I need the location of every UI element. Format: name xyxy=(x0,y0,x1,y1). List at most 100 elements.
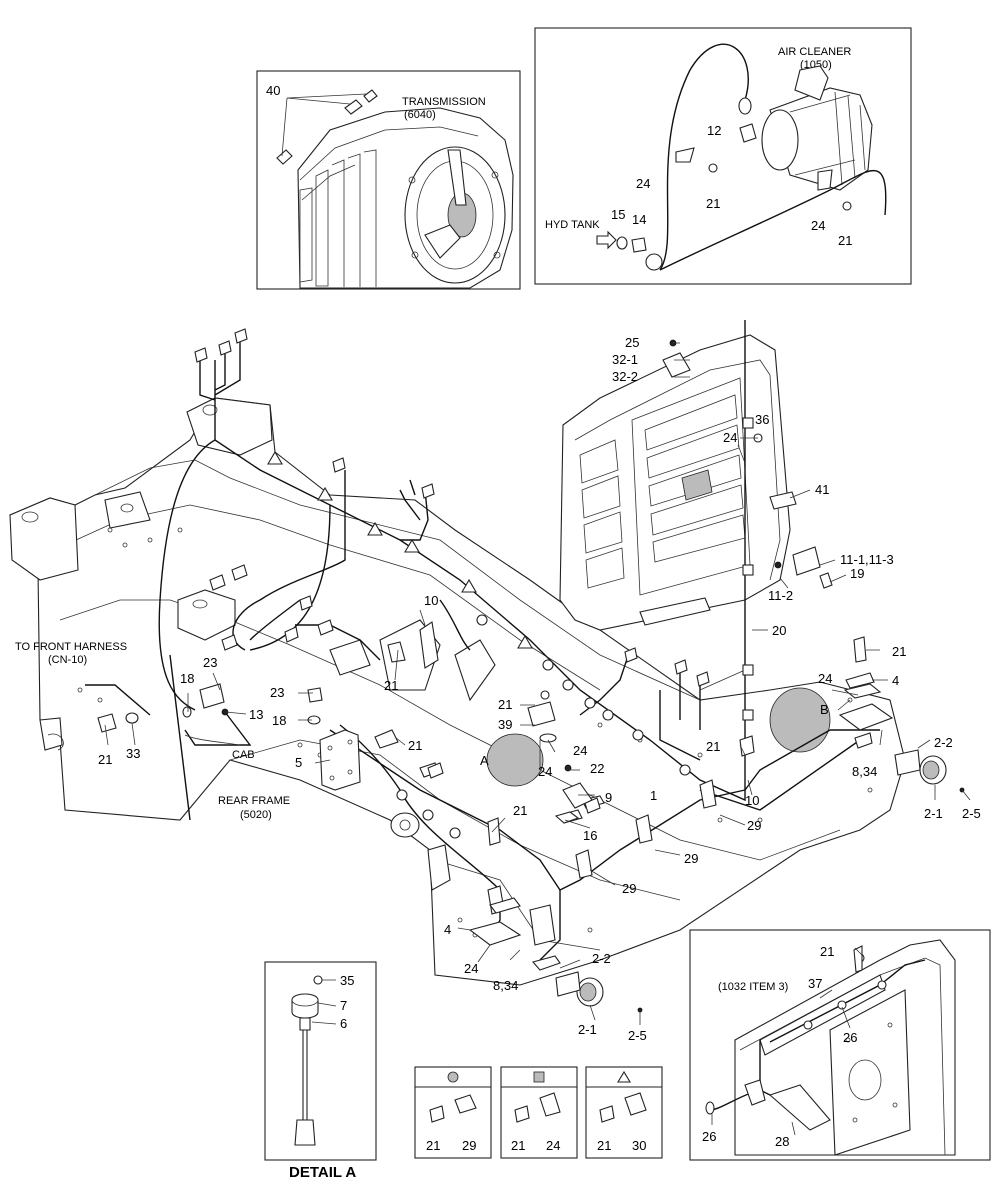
square-marker-icon xyxy=(533,1071,545,1083)
callout-2-5-right: 2-5 xyxy=(962,806,981,821)
transmission-title: TRANSMISSION xyxy=(402,96,486,108)
callout-21-center: 21 xyxy=(408,738,422,753)
callout-40: 40 xyxy=(266,83,280,98)
callout-29-b: 29 xyxy=(684,851,698,866)
callout-9: 9 xyxy=(605,790,612,805)
callout-21-n: 21 xyxy=(498,697,512,712)
legend-square-part-24: 24 xyxy=(546,1138,560,1153)
callout-5: 5 xyxy=(295,755,302,770)
callout-37: 37 xyxy=(808,976,822,991)
callout-28: 28 xyxy=(775,1134,789,1149)
callout-21-rr: 21 xyxy=(706,739,720,754)
callout-2-2-lower: 2-2 xyxy=(592,951,611,966)
legend-square-part-21: 21 xyxy=(511,1138,525,1153)
detail-a-title: DETAIL A xyxy=(289,1164,356,1181)
callout-12: 12 xyxy=(707,123,721,138)
callout-1: 1 xyxy=(650,788,657,803)
callout-6: 6 xyxy=(340,1016,347,1031)
callout-13: 13 xyxy=(249,707,263,722)
callout-14: 14 xyxy=(632,212,646,227)
main-frame xyxy=(9,397,906,986)
callout-16: 16 xyxy=(583,828,597,843)
legend-circle-part-29: 29 xyxy=(462,1138,476,1153)
callout-32-2: 32-2 xyxy=(612,369,638,384)
callout-32-1: 32-1 xyxy=(612,352,638,367)
callout-18-a: 18 xyxy=(180,671,194,686)
callout-10-top: 10 xyxy=(424,593,438,608)
legend-triangle-part-30: 30 xyxy=(632,1138,646,1153)
callout-41: 41 xyxy=(815,482,829,497)
callout-24-top: 24 xyxy=(723,430,737,445)
callout-2-2-right: 2-2 xyxy=(934,735,953,750)
air-cleaner-title: AIR CLEANER xyxy=(778,46,851,58)
legend-box-circle: 21 29 xyxy=(414,1066,492,1159)
triangle-marker-icon xyxy=(617,1070,631,1083)
callout-24-right: 24 xyxy=(818,671,832,686)
main-callouts: 25 32-1 32-2 36 24 41 11-1,11-3 11-2 19 … xyxy=(15,335,981,1043)
callout-B: B xyxy=(820,702,829,717)
callout-26-b: 26 xyxy=(702,1129,716,1144)
legend-triangle-part-21: 21 xyxy=(597,1138,611,1153)
callout-4-lower: 4 xyxy=(444,922,451,937)
callout-23-b: 23 xyxy=(270,685,284,700)
legend: 21 29 21 24 21 30 xyxy=(414,1066,663,1159)
callout-4-right: 4 xyxy=(892,673,899,688)
callout-29-a: 29 xyxy=(747,818,761,833)
callout-21-a: 21 xyxy=(706,196,720,211)
callout-29-c: 29 xyxy=(622,881,636,896)
callout-21-b: 21 xyxy=(838,233,852,248)
to-front-harness-label: TO FRONT HARNESS xyxy=(15,641,127,653)
legend-box-square: 21 24 xyxy=(500,1066,578,1159)
rear-frame-code: (5020) xyxy=(240,809,272,821)
callout-7: 7 xyxy=(340,998,347,1013)
callout-21-right: 21 xyxy=(892,644,906,659)
callout-11-1-11-3: 11-1,11-3 xyxy=(840,552,894,567)
callout-36: 36 xyxy=(755,412,769,427)
legend-box-triangle: 21 30 xyxy=(585,1066,663,1159)
callout-10-right: 10 xyxy=(745,793,759,808)
callout-26-a: 26 xyxy=(843,1030,857,1045)
rear-frame-label: REAR FRAME xyxy=(218,795,290,807)
item-1032-inset: (1032 ITEM 3) 21 37 26 26 28 xyxy=(689,929,991,1161)
legend-circle-part-21: 21 xyxy=(426,1138,440,1153)
callout-23-a: 23 xyxy=(203,655,217,670)
callout-24-lower: 24 xyxy=(464,961,478,976)
cab-label: CAB xyxy=(232,749,255,761)
callout-21-left: 21 xyxy=(98,752,112,767)
hyd-tank-label: HYD TANK xyxy=(545,219,600,231)
leader-lines xyxy=(104,342,971,1025)
callout-21-1032: 21 xyxy=(820,944,834,959)
callout-20: 20 xyxy=(772,623,786,638)
callout-19: 19 xyxy=(850,566,864,581)
part-glyphs xyxy=(97,621,965,1013)
callout-21-mid: 21 xyxy=(384,678,398,693)
callout-24-n2: 24 xyxy=(538,764,552,779)
circle-marker-icon xyxy=(447,1071,459,1083)
item-1032-label: (1032 ITEM 3) xyxy=(718,981,788,993)
air-cleaner-inset: AIR CLEANER (1050) HYD TANK 12 24 21 15 … xyxy=(534,27,912,285)
callout-35: 35 xyxy=(340,973,354,988)
callout-24-a: 24 xyxy=(636,176,650,191)
callout-24-n1: 24 xyxy=(573,743,587,758)
callout-24-b: 24 xyxy=(811,218,825,233)
wire-harness xyxy=(85,320,894,971)
transmission-inset: 40 TRANSMISSION (6040) xyxy=(256,70,521,290)
callout-2-1-lower: 2-1 xyxy=(578,1022,597,1037)
radiator-grill xyxy=(559,334,833,631)
callout-2-1-right: 2-1 xyxy=(924,806,943,821)
callout-22: 22 xyxy=(590,761,604,776)
callout-21-lower: 21 xyxy=(513,803,527,818)
callout-A: A xyxy=(480,753,489,768)
callout-2-5-lower: 2-5 xyxy=(628,1028,647,1043)
callout-33: 33 xyxy=(126,746,140,761)
callout-15: 15 xyxy=(611,207,625,222)
to-front-harness-code: (CN-10) xyxy=(48,654,87,666)
callout-39: 39 xyxy=(498,717,512,732)
detail-a-inset: 35 7 6 DETAIL A xyxy=(264,961,377,1181)
callout-11-2: 11-2 xyxy=(768,588,793,603)
callout-8-34-lower: 8,34 xyxy=(493,978,518,993)
callout-18-b: 18 xyxy=(272,713,286,728)
transmission-code: (6040) xyxy=(404,109,436,121)
callout-25: 25 xyxy=(625,335,639,350)
